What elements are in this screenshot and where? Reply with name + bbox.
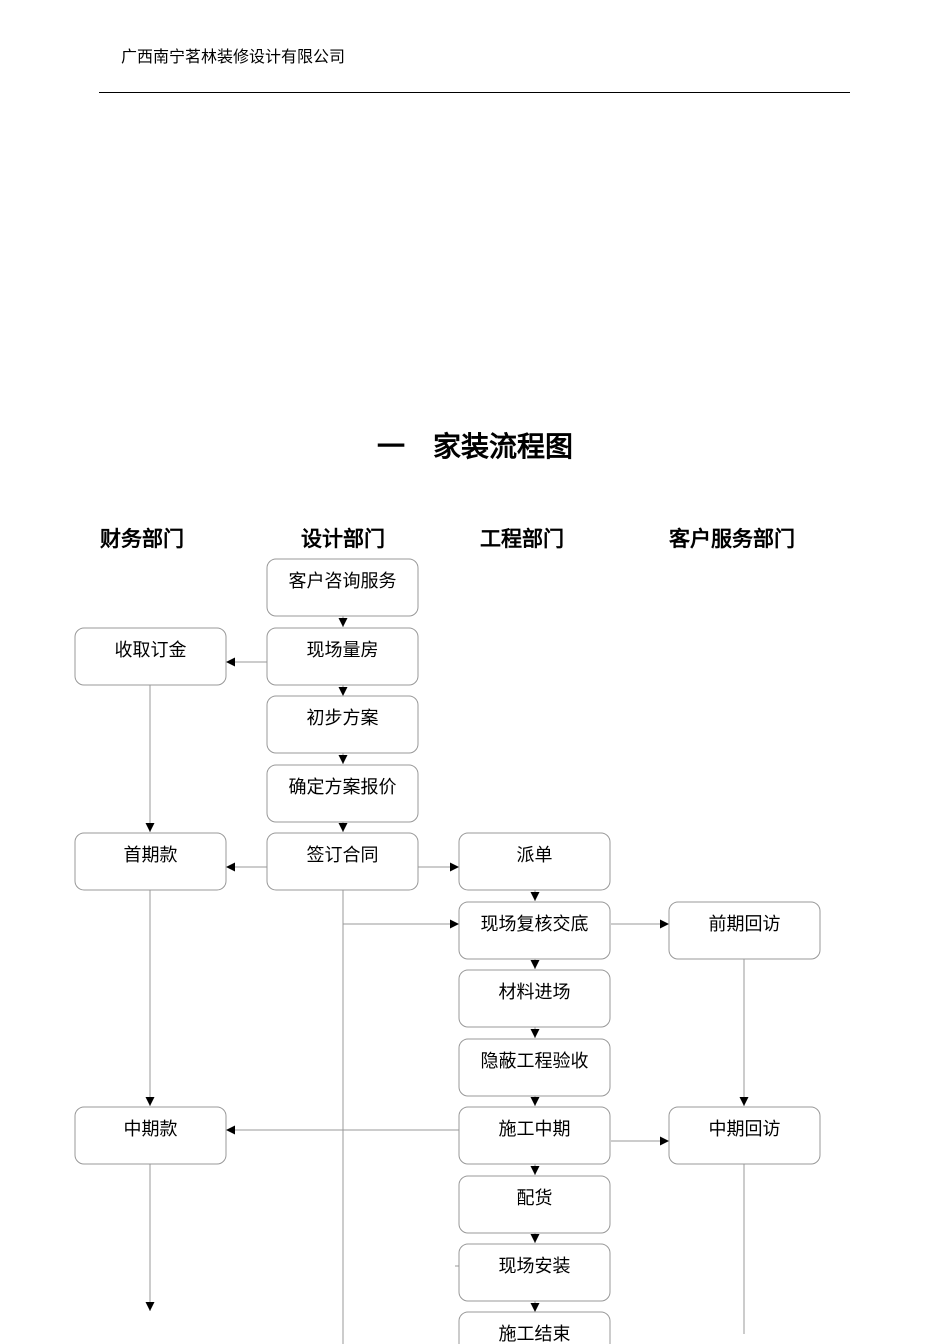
flow-box-frame (458, 1106, 611, 1165)
flow-box-frame (266, 832, 419, 891)
dept-engineering-heading: 工程部门 (480, 527, 564, 551)
flow-box-label: 材料进场 (499, 982, 571, 1003)
flow-box-engineering-3: 隐蔽工程验收 (458, 1038, 611, 1097)
flow-box-label: 配货 (517, 1188, 553, 1209)
flow-box-customer-service-0: 前期回访 (668, 901, 821, 960)
flow-box-label: 中期回访 (709, 1119, 781, 1140)
header-divider (99, 92, 850, 93)
flow-box-frame (266, 558, 419, 617)
flow-box-frame (74, 1106, 227, 1165)
flow-box-engineering-6: 现场安装 (458, 1243, 611, 1302)
flow-box-label: 客户咨询服务 (289, 571, 397, 592)
flow-box-frame (74, 627, 227, 686)
flow-box-engineering-1: 现场复核交底 (458, 901, 611, 960)
company-name: 广西南宁茗林装修设计有限公司 (121, 47, 346, 66)
flow-box-finance-0: 收取订金 (74, 627, 227, 686)
flow-box-label: 中期款 (124, 1119, 178, 1140)
flow-box-frame (458, 832, 611, 891)
flow-box-design-4: 签订合同 (266, 832, 419, 891)
flow-box-label: 现场量房 (307, 640, 379, 661)
flow-box-frame (458, 901, 611, 960)
flow-box-frame (458, 1243, 611, 1302)
flow-box-design-0: 客户咨询服务 (266, 558, 419, 617)
dept-design-heading: 设计部门 (301, 527, 385, 551)
flow-box-finance-1: 首期款 (74, 832, 227, 891)
dept-customer-service-heading: 客户服务部门 (669, 527, 795, 551)
flow-box-label: 施工中期 (499, 1119, 571, 1140)
flow-box-design-2: 初步方案 (266, 695, 419, 754)
flow-box-frame (266, 764, 419, 823)
flow-box-engineering-0: 派单 (458, 832, 611, 891)
flow-box-frame (266, 627, 419, 686)
flow-box-label: 现场安装 (499, 1256, 571, 1277)
flow-box-label: 施工结束 (499, 1324, 571, 1344)
flow-box-design-1: 现场量房 (266, 627, 419, 686)
flow-box-frame (668, 1106, 821, 1165)
flow-box-design-3: 确定方案报价 (266, 764, 419, 823)
flow-box-engineering-5: 配货 (458, 1175, 611, 1234)
flow-box-engineering-4: 施工中期 (458, 1106, 611, 1165)
title-text: 家装流程图 (433, 430, 574, 463)
title-number: 一 (376, 430, 405, 463)
flow-box-frame (458, 1038, 611, 1097)
flow-box-frame (458, 1175, 611, 1234)
flow-box-frame (458, 1311, 611, 1344)
dept-finance-heading: 财务部门 (100, 527, 184, 551)
flow-box-engineering-2: 材料进场 (458, 969, 611, 1028)
flow-box-frame (458, 969, 611, 1028)
flow-box-label: 首期款 (124, 845, 178, 866)
flow-box-label: 确定方案报价 (289, 777, 397, 798)
flow-box-label: 初步方案 (307, 708, 379, 729)
flow-box-label: 派单 (517, 845, 553, 866)
flow-box-engineering-7: 施工结束 (458, 1311, 611, 1344)
connectors (145, 616, 749, 1344)
flow-box-frame (266, 695, 419, 754)
flow-box-label: 前期回访 (709, 914, 781, 935)
flow-box-label: 隐蔽工程验收 (481, 1051, 589, 1072)
flow-box-customer-service-1: 中期回访 (668, 1106, 821, 1165)
flow-box-label: 现场复核交底 (481, 914, 589, 935)
flow-box-label: 签订合同 (307, 845, 379, 866)
flow-box-label: 收取订金 (115, 640, 187, 661)
flow-box-frame (74, 832, 227, 891)
page-title: 一家装流程图 (0, 428, 950, 466)
flow-box-finance-2: 中期款 (74, 1106, 227, 1165)
flow-box-frame (668, 901, 821, 960)
